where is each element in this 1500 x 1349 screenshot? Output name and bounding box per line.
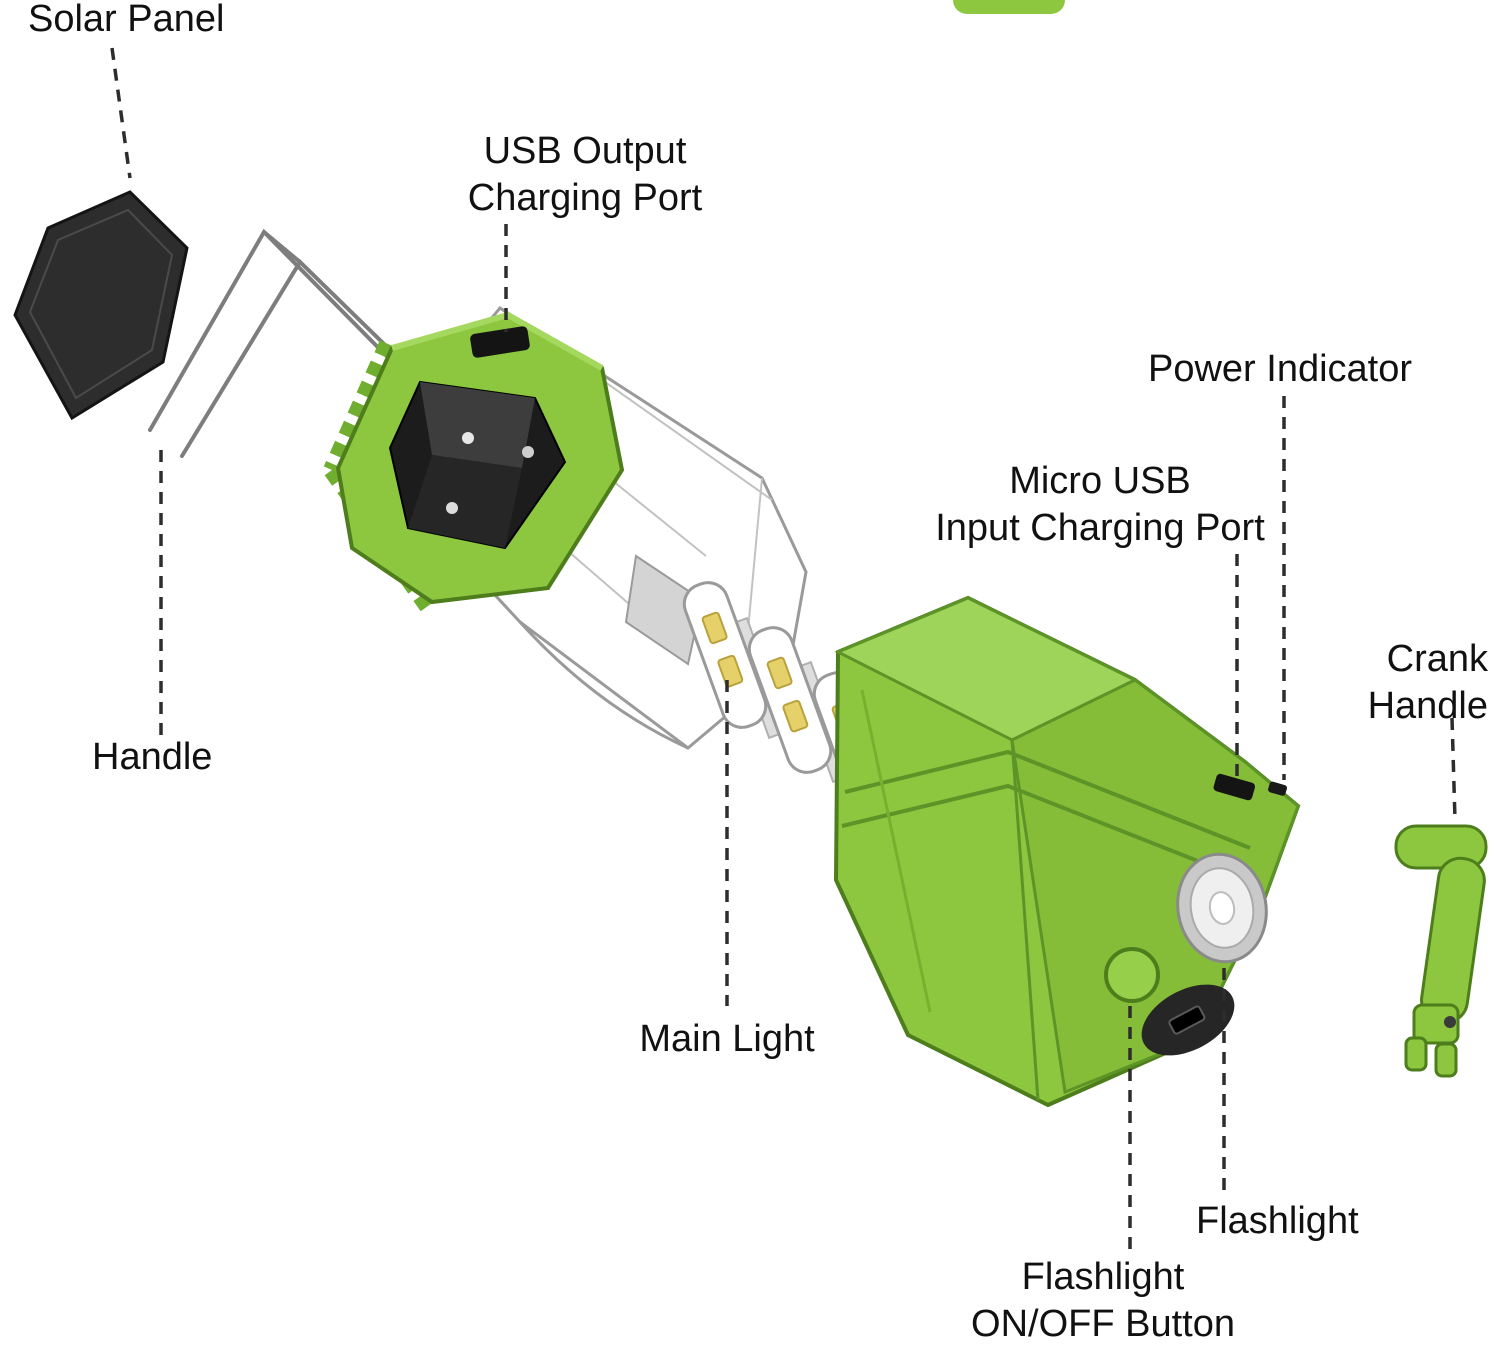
crank-pivot-dot	[1444, 1016, 1456, 1028]
solar-panel-face	[13, 190, 189, 421]
cap-interior-facet	[408, 455, 522, 548]
base-bottom-port-area	[1141, 984, 1235, 1056]
bottom-port-shape	[1168, 1005, 1206, 1035]
power-indicator-label: Power Indicator	[1148, 348, 1413, 390]
crank-prong	[1434, 1042, 1458, 1078]
base-band-line	[841, 783, 1257, 886]
crank-handle-illustration	[1394, 824, 1488, 1078]
crank-hub	[1412, 1003, 1460, 1045]
usb-output-port-shape	[470, 326, 530, 358]
cap-gear-teeth	[323, 340, 397, 474]
main-light-label: Main Light	[639, 1018, 815, 1060]
base-ridge-line	[1010, 739, 1040, 1101]
flashlight-label: Flashlight	[1196, 1200, 1359, 1242]
flashlight-onoff-label-line1: Flashlight	[1021, 1256, 1185, 1298]
crank-handle-label-line2: Handle	[1367, 685, 1488, 728]
lantern-top-illustration	[323, 311, 625, 612]
cropped-image-fragment	[953, 0, 1065, 14]
lantern-base-illustration	[833, 595, 1301, 1108]
solar-panel-leader-line	[110, 47, 132, 179]
flashlight-onoff-label-line2: ON/OFF Button	[971, 1303, 1235, 1346]
leader-lines	[110, 47, 1457, 1250]
led-chip	[717, 654, 744, 688]
base-band-line	[844, 749, 1251, 850]
flashlight-onoff-button-shape	[1104, 947, 1160, 1003]
led-slat	[682, 581, 768, 729]
crank-arm	[1420, 856, 1486, 1024]
crank-handle-label: Crank Handle	[1368, 636, 1488, 730]
micro-usb-label: Micro USB Input Charging Port	[935, 458, 1265, 552]
led-chip	[701, 611, 728, 645]
power-indicator-shape	[1268, 781, 1287, 796]
led-column-connector	[624, 554, 704, 666]
crank-handle-label-line1: Crank	[1386, 638, 1488, 680]
base-ridge-line	[860, 689, 932, 1013]
cap-interior-dot	[522, 446, 534, 458]
handle-label: Handle	[92, 736, 213, 778]
usb-output-label-line1: USB Output	[483, 130, 687, 172]
micro-usb-label-line1: Micro USB	[1009, 460, 1191, 502]
micro-usb-label-line2: Input Charging Port	[935, 507, 1265, 550]
led-slat	[747, 626, 833, 774]
flashlight-lens-shape	[1176, 852, 1268, 964]
solar-panel-inset-line	[28, 208, 174, 400]
cap-interior-dot	[462, 432, 474, 444]
cap-interior-facet	[420, 382, 535, 468]
crank-prong	[1404, 1036, 1428, 1072]
led-chip	[782, 699, 809, 733]
crank-handle-leader-line	[1450, 717, 1457, 821]
solar-panel-illustration	[13, 190, 189, 421]
cap-interior-dot	[446, 502, 458, 514]
cap-rim-highlight	[391, 311, 604, 371]
flashlight-onoff-label: Flashlight ON/OFF Button	[971, 1254, 1235, 1348]
micro-usb-port-shape	[1213, 773, 1256, 801]
led-chip	[766, 656, 793, 690]
globe-rim-curve	[518, 620, 689, 750]
usb-output-label-line2: Charging Port	[467, 177, 703, 220]
usb-output-label: USB Output Charging Port	[468, 128, 702, 222]
solar-panel-label: Solar Panel	[28, 0, 225, 40]
wire-peak-connector	[262, 230, 302, 264]
